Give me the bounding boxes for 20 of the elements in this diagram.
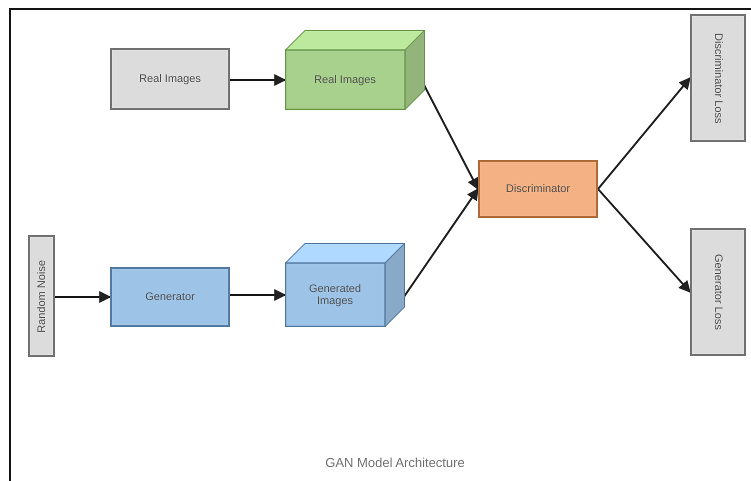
arrow xyxy=(230,289,286,301)
output-box xyxy=(690,228,746,356)
arrow xyxy=(230,74,286,86)
node-label: Discriminator xyxy=(506,183,570,195)
output-box xyxy=(690,14,746,142)
arrow xyxy=(55,291,112,303)
arrow xyxy=(597,77,691,190)
input-box xyxy=(28,235,55,357)
node-label: Generator xyxy=(145,291,195,303)
node-label: Discriminator Loss xyxy=(712,32,724,124)
node-label: Random Noise xyxy=(36,260,48,332)
arrow xyxy=(597,188,691,293)
process-box xyxy=(110,267,230,327)
node-label: Generator Loss xyxy=(712,254,724,330)
source-box xyxy=(110,48,230,110)
node-label: Real Images xyxy=(314,74,376,86)
caption: GAN Model Architecture xyxy=(324,455,466,470)
process-box xyxy=(478,160,598,218)
node-label: Generated Images xyxy=(308,283,362,307)
node-label: Real Images xyxy=(139,73,201,85)
